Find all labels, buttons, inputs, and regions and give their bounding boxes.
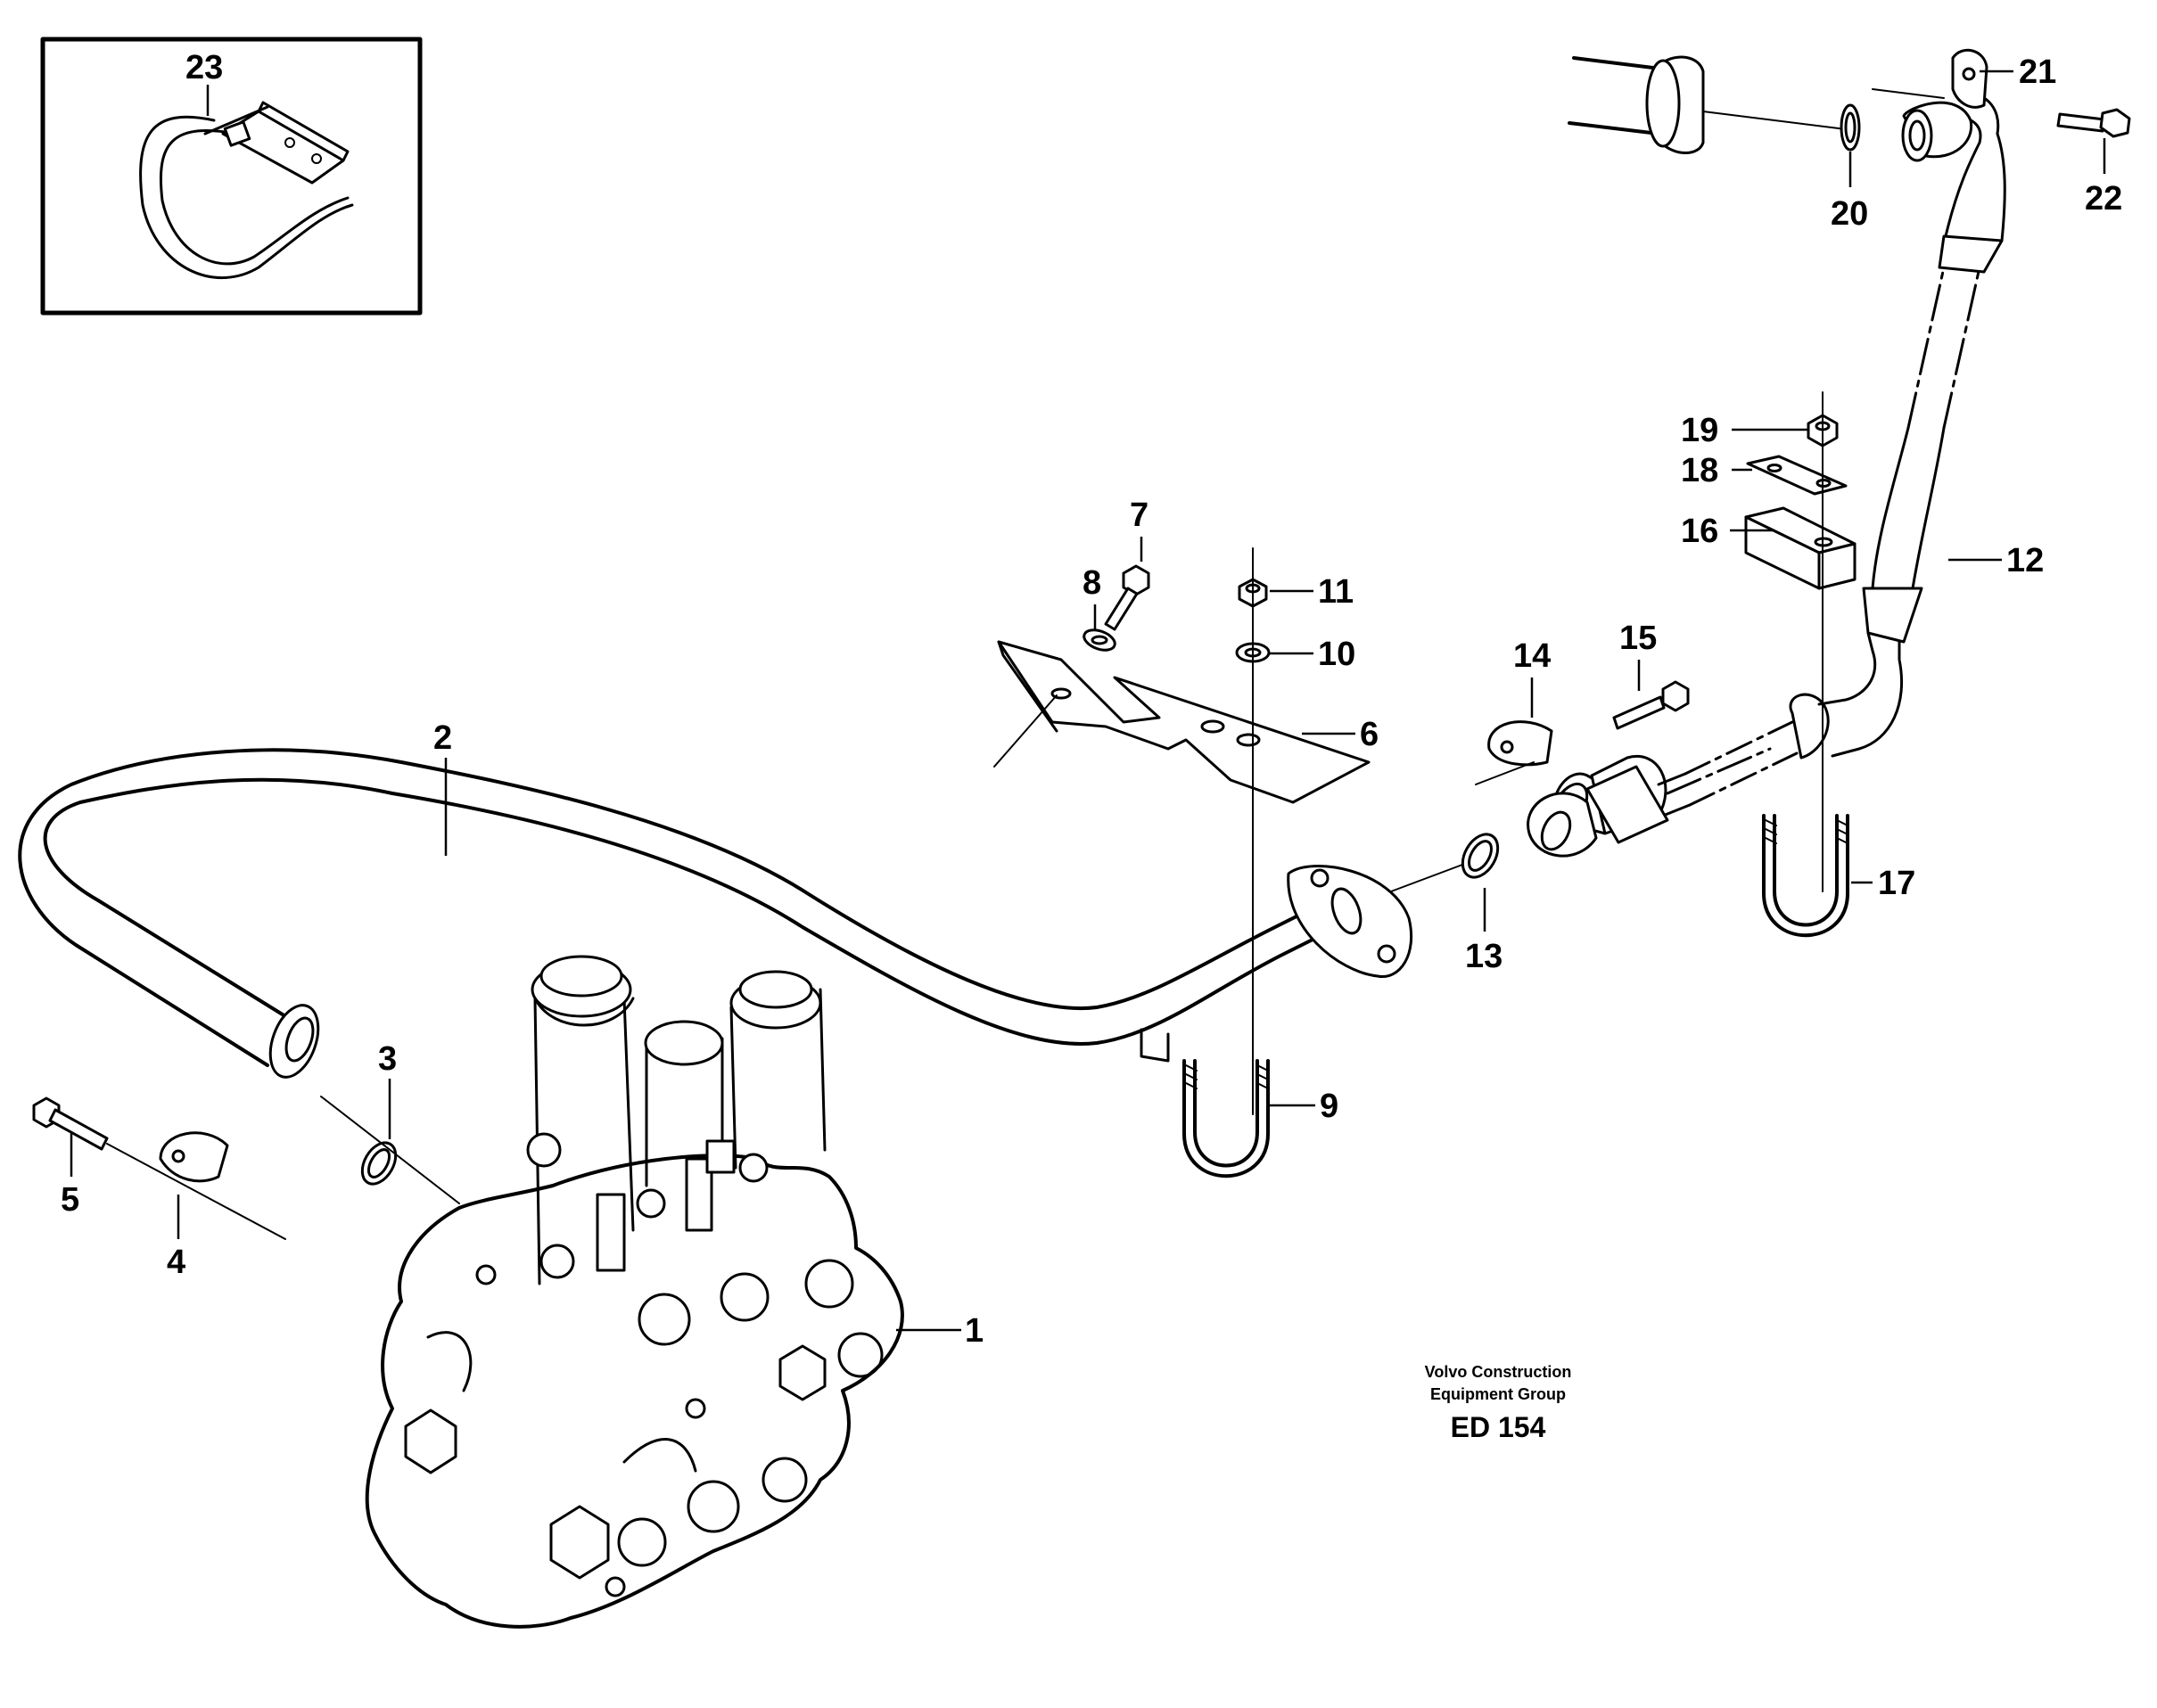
callout-2: 2: [433, 719, 452, 757]
callout-4: 4: [167, 1244, 185, 1281]
clamp-half-4: [159, 1131, 229, 1183]
callout-21: 21: [2019, 53, 2056, 91]
callout-15: 15: [1619, 620, 1657, 657]
hose-fitting-lower: [1527, 747, 1772, 858]
callout-14: 14: [1513, 637, 1551, 675]
o-ring-3: [320, 1096, 460, 1204]
clamp-half-21: [1872, 48, 1988, 109]
o-ring-20: [1840, 103, 1861, 152]
control-valve: [365, 955, 904, 1629]
tube-end-top: [1568, 55, 1705, 154]
credit-line-1: Volvo Construction: [1425, 1363, 1572, 1381]
callout-22: 22: [2085, 180, 2122, 218]
screw-22: [2056, 108, 2131, 138]
callout-11: 11: [1318, 573, 1354, 611]
screw-7: [1104, 564, 1150, 631]
callout-labels: 1 2 3 4 5 6 7 8 9 10 11 12 13 14 15 16 1…: [61, 49, 2122, 1350]
callout-20: 20: [1831, 195, 1868, 233]
screw-15: [1612, 680, 1690, 730]
callout-16: 16: [1681, 513, 1718, 550]
callout-8: 8: [1083, 564, 1101, 602]
leader-lines: [70, 70, 2106, 1332]
bracket-6: [993, 640, 1371, 804]
callout-23: 23: [185, 49, 223, 86]
plate-18: [1746, 455, 1848, 496]
publisher-credit: Volvo Construction Equipment Group ED 15…: [1425, 1363, 1572, 1443]
callout-5: 5: [61, 1181, 79, 1219]
callout-13: 13: [1465, 938, 1502, 975]
u-bolt-17: [1762, 814, 1849, 938]
o-ring-13: [1461, 833, 1500, 879]
spacer-block-16: [1744, 506, 1857, 590]
callout-6: 6: [1360, 716, 1379, 753]
figure-code: ED 154: [1451, 1411, 1546, 1443]
callout-7: 7: [1130, 497, 1148, 534]
callout-12: 12: [2006, 542, 2044, 579]
callout-1: 1: [965, 1312, 984, 1350]
callout-17: 17: [1878, 865, 1915, 902]
inset-detail-clamp: [40, 37, 423, 316]
washer-8: [1083, 628, 1116, 652]
callout-19: 19: [1681, 412, 1718, 449]
callout-18: 18: [1681, 452, 1718, 489]
u-bolt-9: [1182, 1059, 1270, 1178]
callout-9: 9: [1320, 1088, 1338, 1125]
screw-5: [32, 1096, 286, 1240]
credit-line-2: Equipment Group: [1430, 1385, 1566, 1403]
callout-10: 10: [1318, 636, 1355, 673]
callout-3: 3: [378, 1040, 397, 1078]
pipe: [18, 748, 1413, 1079]
clamp-half-14: [1475, 720, 1553, 785]
